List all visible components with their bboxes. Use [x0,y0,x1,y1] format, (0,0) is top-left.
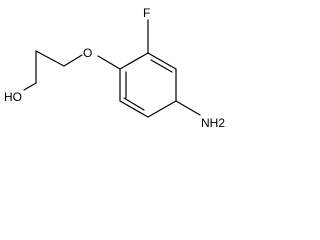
bond-ring-c2-c3 [147,52,177,70]
bond-ring-c3-c3-double [150,59,173,73]
fluorine-label: F [143,6,150,20]
bond-ch2-ch2 [35,50,65,67]
benzene-ring [119,52,177,118]
hydroxyl-label: HO [4,90,22,104]
bond-ring-c1-c2 [119,52,149,70]
bond-c-n [175,100,201,116]
ether-oxygen-label: O [83,46,92,60]
bond-o-ch2 [63,54,83,67]
molecule-drawing: F O NH2 HO [4,6,225,130]
structure-diagram: F O NH2 HO [0,0,248,139]
amine-label: NH2 [201,116,225,130]
bond-ring-c5-c6-double [123,97,145,111]
bond-oh-stub [23,82,37,91]
bond-ring-c4-c5 [147,100,177,118]
bond-ring-c5-c6 [119,100,149,118]
bond-c-o [97,55,121,70]
